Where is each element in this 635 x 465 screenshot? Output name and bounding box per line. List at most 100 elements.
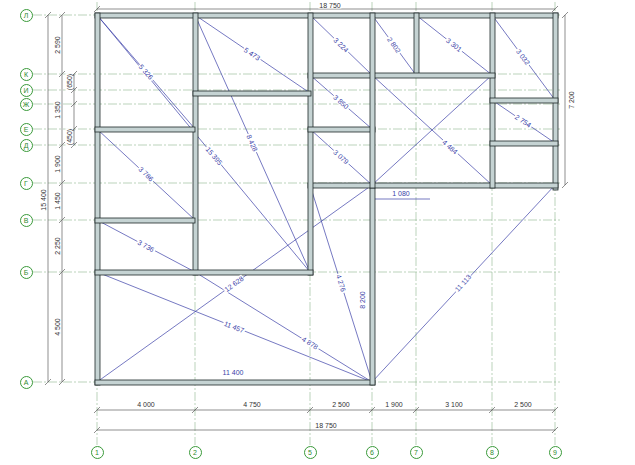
- wall: [95, 13, 558, 18]
- dimension-tick: [94, 407, 558, 413]
- axis-label: 9: [553, 449, 557, 456]
- axis-label: В: [24, 217, 29, 224]
- axis-label: 2: [193, 449, 197, 456]
- axis-label: И: [23, 87, 28, 94]
- diagonal-line: [372, 15, 416, 75]
- wall: [95, 127, 195, 132]
- axis-bubble: 5: [304, 446, 317, 459]
- dimension-label: 4 000: [136, 401, 156, 408]
- wall: [414, 13, 419, 77]
- dimension-label: 18 750: [314, 422, 337, 429]
- axis-bubble: В: [20, 214, 33, 227]
- dimension-line: [565, 15, 566, 185]
- dimension-label: 1 900: [384, 401, 404, 408]
- diagonal-line: [97, 15, 195, 129]
- diagonal-dimension: 2 802: [385, 35, 402, 55]
- diagonal-line: [195, 15, 310, 272]
- axis-label: 6: [370, 449, 374, 456]
- diagonal-line: [372, 75, 492, 185]
- diagonal-dimension: 12 628: [222, 274, 245, 293]
- diagonal-line: [310, 129, 372, 185]
- diagonal-line: [195, 272, 372, 382]
- diagonal-dimension: 8 200: [359, 290, 366, 310]
- axis-label: Л: [24, 12, 29, 19]
- dimension-line: [97, 430, 555, 431]
- diagonal-dimension: 3 301: [444, 36, 464, 54]
- diagonal-dimension: 1 080: [391, 190, 411, 197]
- diagonal-dimension: 15 395: [204, 145, 224, 167]
- dimension-label: 2 590: [54, 35, 61, 55]
- dimension-line: [97, 410, 555, 411]
- diagonal-line: [492, 100, 555, 143]
- axis-bubble: Е: [20, 123, 33, 136]
- dimension-chains: [45, 6, 568, 433]
- dimension-label: (450): [66, 128, 73, 146]
- diagonal-dimension: 3 079: [331, 148, 350, 166]
- axis-line: [33, 90, 560, 91]
- diagonal-dimension: 3 224: [332, 36, 351, 55]
- dimension-label: 1 900: [54, 154, 61, 174]
- dimension-label: 2 500: [331, 401, 351, 408]
- diagonal-line: [97, 272, 372, 382]
- wall: [193, 91, 311, 96]
- diagonal-dimension: 3 850: [331, 93, 350, 111]
- axis-label: К: [24, 71, 28, 78]
- diagonal-line: [492, 15, 555, 100]
- wall: [490, 98, 558, 103]
- axis-bubble: Г: [20, 177, 33, 190]
- wall: [308, 127, 375, 132]
- wall: [193, 13, 198, 275]
- wall: [490, 141, 558, 146]
- dimension-label: 4 750: [242, 401, 262, 408]
- diagonal-line: [310, 75, 372, 129]
- grid-axes: [33, 2, 560, 445]
- diagonal-dimension: 3 032: [514, 47, 531, 67]
- axis-label: Д: [24, 142, 29, 149]
- dimension-label: 4 500: [54, 317, 61, 337]
- dimension-label: 18 750: [318, 2, 341, 9]
- wall: [370, 183, 375, 385]
- dimension-label: 7 200: [568, 90, 575, 110]
- axis-line: [33, 145, 560, 146]
- dimension-label: (650): [66, 73, 73, 91]
- axis-bubble: И: [20, 84, 33, 97]
- diagonal-line: [97, 129, 195, 220]
- dimension-label: 2 500: [513, 401, 533, 408]
- dimension-label: 1 350: [54, 100, 61, 120]
- diagonal-line: [97, 185, 372, 382]
- axis-bubble: 8: [486, 446, 499, 459]
- diagonal-line: [372, 185, 555, 382]
- wall: [370, 13, 375, 188]
- axis-bubble: 2: [189, 446, 202, 459]
- diagonal-dimension: 4 276: [335, 273, 348, 294]
- wall: [95, 218, 195, 223]
- walls: [95, 13, 558, 385]
- axis-bubble: Б: [20, 266, 33, 279]
- dimension-line: [62, 15, 63, 382]
- axis-label: 5: [308, 449, 312, 456]
- diagonal-line: [97, 220, 195, 272]
- axis-label: Г: [24, 180, 28, 187]
- dimension-line: [74, 74, 75, 145]
- axis-label: Е: [24, 126, 29, 133]
- axis-label: 7: [414, 449, 418, 456]
- diagonal-line: [372, 75, 492, 185]
- dimension-label: 3 100: [444, 401, 464, 408]
- diagonal-line: [416, 15, 492, 75]
- dimension-label: 15 400: [40, 188, 47, 211]
- dimension-label: 1 450: [54, 191, 61, 211]
- axis-line: [33, 104, 560, 105]
- wall: [95, 13, 100, 385]
- diagonal-line: [97, 15, 310, 272]
- axis-bubble: К: [20, 68, 33, 81]
- diagonal-dimension: 5 473: [242, 46, 262, 63]
- room-diagonals: [97, 15, 555, 382]
- axis-label: 1: [95, 449, 99, 456]
- axis-bubble: 7: [410, 446, 423, 459]
- axis-label: 8: [490, 449, 494, 456]
- diagonal-dimension: 5 326: [137, 62, 155, 81]
- diagonal-dimension: 4 484: [440, 138, 459, 156]
- diagonal-line: [310, 185, 372, 382]
